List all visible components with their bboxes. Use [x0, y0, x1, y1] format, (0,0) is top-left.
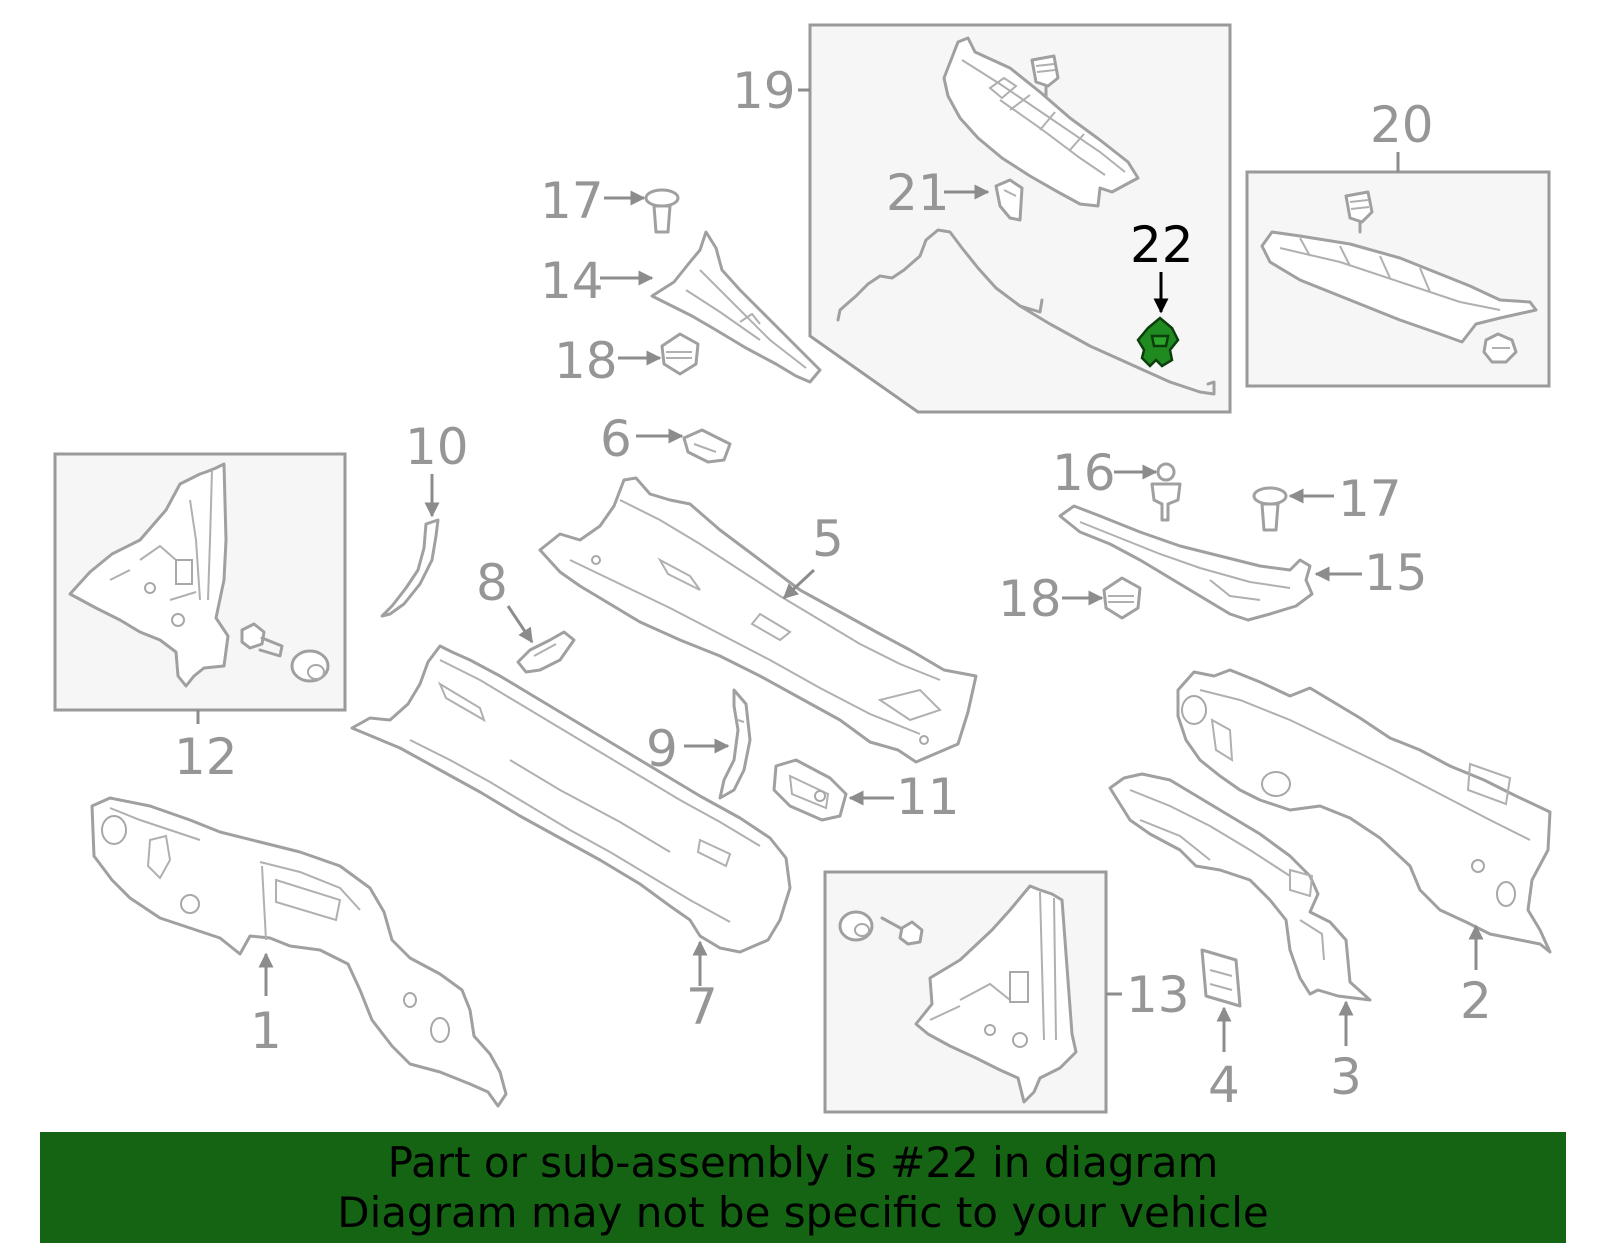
banner-line-2: Diagram may not be specific to your vehi… [337, 1187, 1269, 1237]
clip-17a[interactable] [644, 188, 680, 234]
part-22-highlighted-clip[interactable] [1136, 316, 1180, 368]
clip-20a[interactable] [1344, 190, 1374, 234]
callout-12[interactable]: 12 [174, 728, 238, 786]
callout-3[interactable]: 3 [1330, 1048, 1362, 1106]
leader-lines [258, 184, 1484, 1052]
part-21-bracket[interactable] [994, 178, 1024, 222]
bolt-12[interactable] [240, 622, 284, 658]
callout-17a[interactable]: 17 [540, 172, 604, 230]
part-19-seal[interactable] [836, 228, 1216, 396]
callout-18b[interactable]: 18 [998, 570, 1062, 628]
callout-22-highlighted[interactable]: 22 [1130, 216, 1194, 274]
clip-19a[interactable] [1030, 54, 1060, 98]
part-13-hinge-pillar[interactable] [914, 884, 1078, 1104]
callout-16[interactable]: 16 [1052, 444, 1116, 502]
callout-10[interactable]: 10 [405, 418, 469, 476]
part-6-grommet[interactable] [682, 428, 732, 464]
clip-20b[interactable] [1482, 332, 1518, 364]
part-20-cowl-top-panel[interactable] [1260, 230, 1538, 344]
nut-12[interactable] [290, 649, 330, 683]
part-19-cowl-top-panel[interactable] [942, 36, 1140, 208]
callout-7[interactable]: 7 [686, 978, 718, 1036]
callout-11[interactable]: 11 [896, 768, 960, 826]
callout-21[interactable]: 21 [886, 164, 950, 222]
clip-18b[interactable] [1102, 576, 1142, 620]
part-5-cowl-upper-panel[interactable] [538, 476, 978, 764]
callout-5[interactable]: 5 [812, 510, 844, 568]
callout-labels: 1 2 3 4 5 6 7 8 9 10 11 12 13 14 15 16 1… [174, 62, 1492, 1114]
part-14-cowl-side-panel[interactable] [650, 230, 822, 384]
clip-16[interactable] [1150, 462, 1182, 522]
part-9-bracket[interactable] [718, 688, 752, 800]
clip-18a[interactable] [660, 332, 700, 376]
callout-2[interactable]: 2 [1460, 972, 1492, 1030]
banner-line-1: Part or sub-assembly is #22 in diagram [387, 1137, 1219, 1187]
callout-17b[interactable]: 17 [1338, 470, 1402, 528]
part-1-dash-panel[interactable] [90, 796, 508, 1108]
part-10-strip[interactable] [380, 518, 440, 618]
callout-15[interactable]: 15 [1364, 544, 1428, 602]
part-12-hinge-pillar[interactable] [68, 462, 230, 688]
part-3-panel[interactable] [1108, 772, 1372, 1002]
part-4-plate[interactable] [1200, 948, 1242, 1008]
callout-8[interactable]: 8 [476, 554, 508, 612]
part-15-cowl-side-panel[interactable] [1058, 504, 1314, 622]
info-banner: Part or sub-assembly is #22 in diagram D… [40, 1132, 1566, 1243]
clip-17b[interactable] [1252, 486, 1288, 532]
callout-14[interactable]: 14 [540, 252, 604, 310]
part-8-bracket[interactable] [516, 630, 576, 674]
callout-18a[interactable]: 18 [554, 332, 618, 390]
part-2-dash-panel[interactable] [1176, 668, 1552, 954]
callout-1[interactable]: 1 [250, 1002, 282, 1060]
callout-13[interactable]: 13 [1126, 966, 1190, 1024]
callout-9[interactable]: 9 [646, 720, 678, 778]
callout-19[interactable]: 19 [732, 62, 796, 120]
callout-20[interactable]: 20 [1370, 96, 1434, 154]
part-11-grommet[interactable] [772, 758, 848, 822]
callout-4[interactable]: 4 [1208, 1056, 1240, 1114]
bolt-13[interactable] [880, 916, 924, 946]
nut-13[interactable] [838, 910, 874, 942]
callout-6[interactable]: 6 [600, 410, 632, 468]
part-7-cowl-lower-panel[interactable] [350, 644, 792, 954]
